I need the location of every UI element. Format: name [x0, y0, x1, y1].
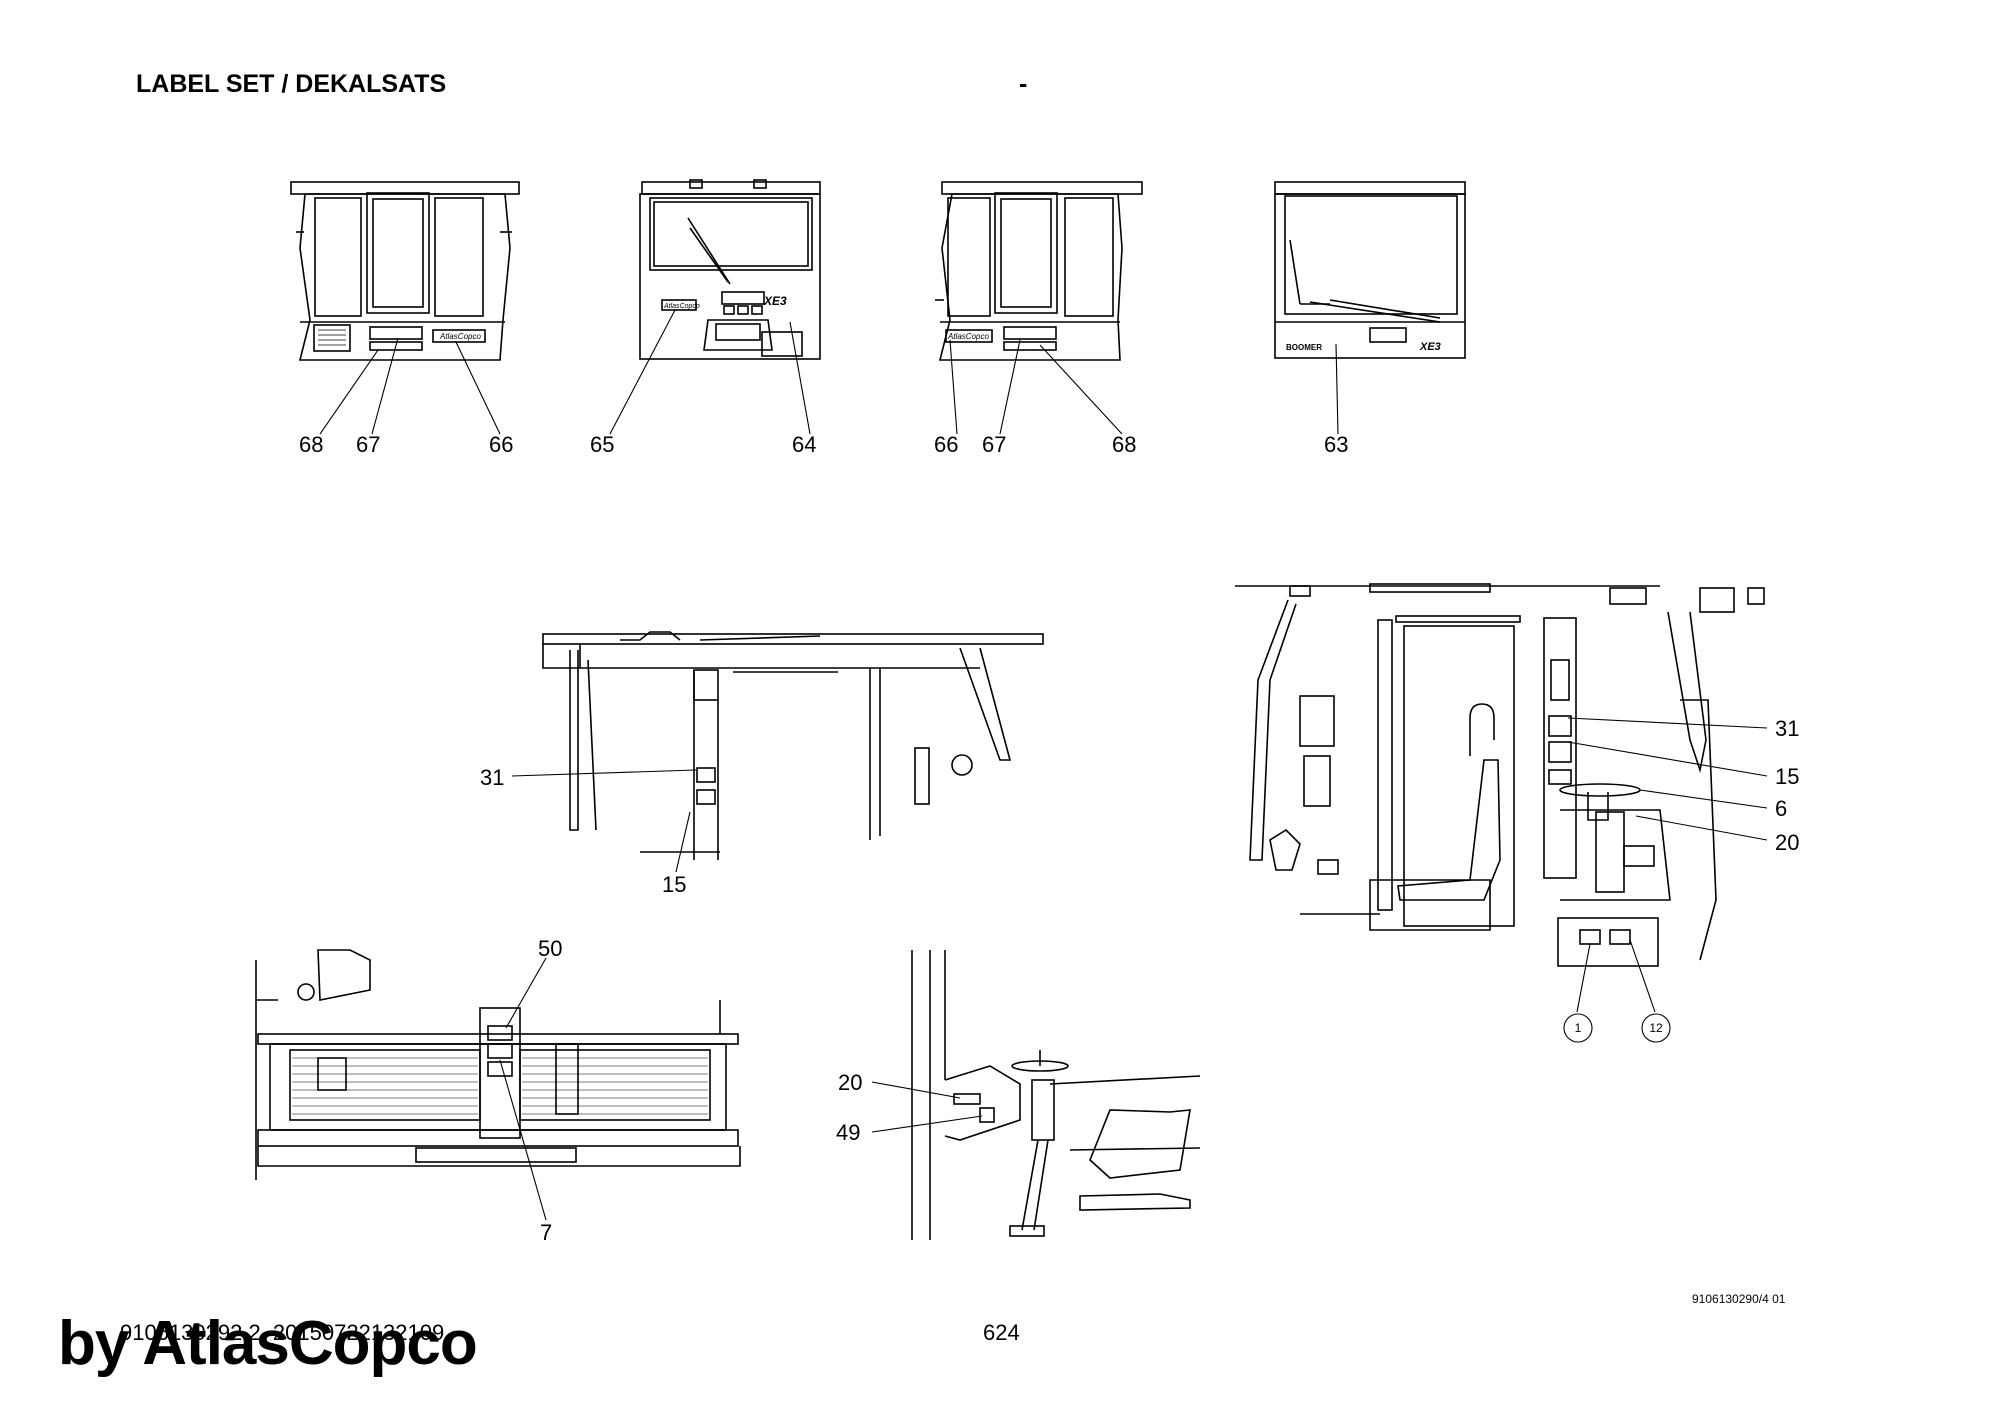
callout-66-rear-left: 66 — [489, 432, 513, 457]
callout-7-floor: 7 — [540, 1220, 552, 1245]
page-title: LABEL SET / DEKALSATS — [136, 70, 447, 98]
cab-view-front — [639, 179, 821, 360]
control-column-view — [911, 950, 1201, 1240]
callout-20-right: 20 — [1775, 830, 1799, 855]
callout-67-rear-right: 67 — [982, 432, 1006, 457]
circle-callout-label-1: 1 — [1575, 1021, 1582, 1035]
callout-63-side: 63 — [1324, 432, 1348, 457]
decal-boomer: BOOMER — [1286, 343, 1322, 352]
callout-31-right: 31 — [1775, 716, 1799, 741]
leader-lines-control — [871, 1081, 983, 1133]
page-number: 624 — [983, 1320, 1020, 1345]
cab-view-rear-left — [290, 181, 520, 361]
callout-68-rear-left: 68 — [299, 432, 323, 457]
callout-49-control: 49 — [836, 1120, 860, 1145]
callout-15-mid: 15 — [662, 872, 686, 897]
title-separator: - — [1019, 70, 1028, 98]
decal-atlascopco-rear-right: AtlasCopco — [947, 332, 989, 341]
callout-68-rear-right: 68 — [1112, 432, 1136, 457]
circle-callout-1 — [1563, 1013, 1593, 1043]
cab-view-side — [1274, 181, 1466, 359]
decal-model-front: XE3 — [763, 294, 787, 308]
drawing-number: 9106130290/4 01 — [1692, 1292, 1786, 1306]
floor-panel-mesh — [292, 1057, 708, 1115]
watermark-text: by AtlasCopco — [58, 1309, 478, 1378]
leader-lines-interior-right — [1567, 717, 1768, 1013]
callout-65-front: 65 — [590, 432, 614, 457]
decal-atlascopco-rear-left: AtlasCopco — [439, 332, 481, 341]
circle-callout-12 — [1641, 1013, 1671, 1043]
callout-31-mid: 31 — [480, 765, 504, 790]
circle-callout-label-12: 12 — [1649, 1021, 1663, 1035]
interior-view-right — [1235, 583, 1765, 967]
callout-6-right: 6 — [1775, 796, 1787, 821]
callout-50-floor: 50 — [538, 936, 562, 961]
decal-atlascopco-front: AtlasCopco — [663, 303, 700, 310]
floor-panel-view — [255, 949, 741, 1180]
callout-67-rear-left: 67 — [356, 432, 380, 457]
leader-lines-row1 — [319, 309, 1339, 435]
callout-64-front: 64 — [792, 432, 816, 457]
callout-66-rear-right: 66 — [934, 432, 958, 457]
leader-lines-interior-mid — [511, 769, 697, 873]
interior-view-middle — [542, 631, 1044, 860]
cab-view-rear-right — [935, 181, 1143, 361]
document-id: 9106130292.2_20150722132109 — [120, 1320, 445, 1345]
callout-15-right: 15 — [1775, 764, 1799, 789]
decal-model-side: XE3 — [1419, 341, 1441, 353]
leader-lines-floor — [499, 957, 547, 1221]
callout-20-control: 20 — [838, 1070, 862, 1095]
